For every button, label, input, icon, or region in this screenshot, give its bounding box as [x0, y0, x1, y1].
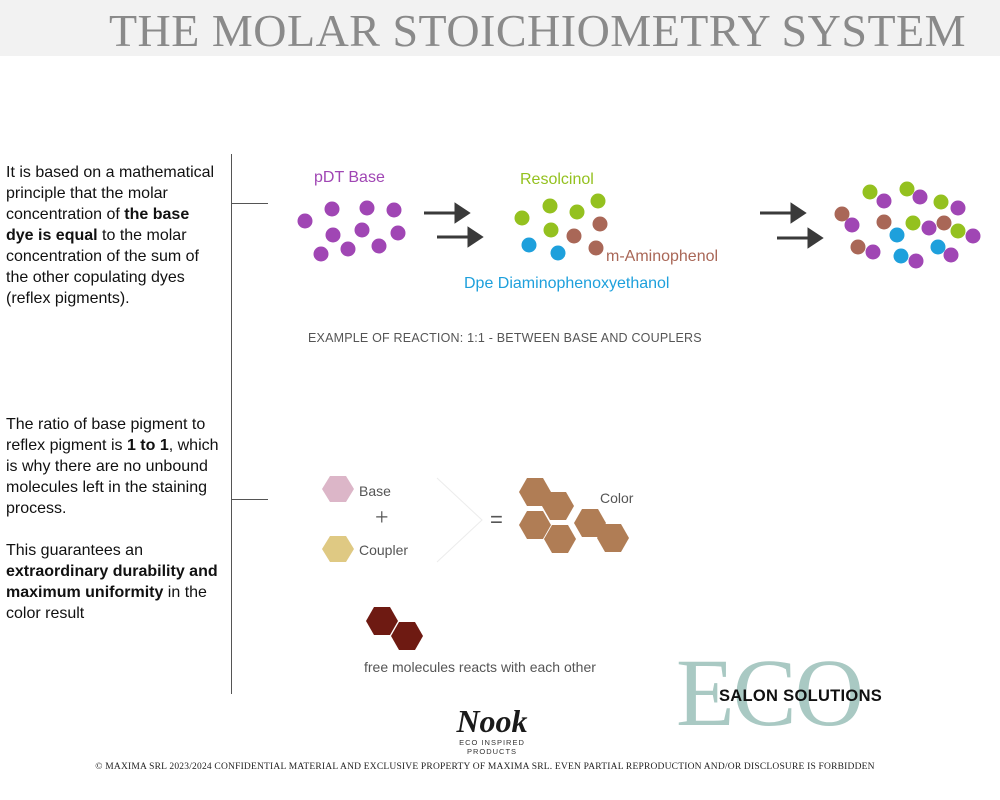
arrows-right — [760, 202, 824, 249]
equals-sign: = — [490, 507, 503, 532]
result-dot — [876, 193, 892, 209]
base-dot — [386, 202, 402, 218]
result-dot — [893, 248, 909, 264]
coupler-dot — [543, 222, 559, 238]
result-dot — [876, 214, 892, 230]
page-title: THE MOLAR STOICHIOMETRY SYSTEM — [108, 5, 967, 56]
label-dpe: Dpe Diaminophenoxyethanol — [464, 275, 670, 292]
coupler-dot — [592, 216, 608, 232]
result-dot — [912, 189, 928, 205]
coupler-dot — [588, 240, 604, 256]
vertical-divider — [231, 154, 232, 694]
base-dot — [313, 246, 329, 262]
result-dot — [844, 217, 860, 233]
base-dot — [325, 227, 341, 243]
footer-copyright: © MAXIMA SRL 2023/2024 CONFIDENTIAL MATE… — [95, 762, 875, 772]
hex-coupler — [322, 536, 354, 562]
result-dot — [950, 200, 966, 216]
coupler-dot — [566, 228, 582, 244]
coupler-dot — [542, 198, 558, 214]
base-dot — [371, 238, 387, 254]
hex-base — [322, 476, 354, 502]
coupler-dot — [569, 204, 585, 220]
result-dot — [850, 239, 866, 255]
label-color: Color — [600, 490, 634, 506]
nook-tagline: ECO INSPIRED PRODUCTS — [459, 738, 525, 756]
nook-wordmark: Nook — [456, 703, 528, 739]
hex-bracket — [436, 477, 483, 563]
base-dot — [359, 200, 375, 216]
result-dot — [936, 215, 952, 231]
base-dots — [297, 200, 406, 262]
coupler-dot — [521, 237, 537, 253]
hex-color-cluster — [519, 478, 629, 553]
result-dot — [965, 228, 981, 244]
paragraph-ratio: The ratio of base pigment to reflex pigm… — [6, 416, 219, 517]
base-dot — [340, 241, 356, 257]
connector-tick-top — [231, 203, 268, 204]
base-dot — [324, 201, 340, 217]
salon-solutions-text: SALON SOLUTIONS — [719, 687, 883, 705]
result-dot — [899, 181, 915, 197]
label-free-molecules: free molecules reacts with each other — [364, 659, 596, 675]
coupler-dot — [550, 245, 566, 261]
result-dot — [933, 194, 949, 210]
result-dot — [834, 206, 850, 222]
arrows-left — [424, 202, 484, 248]
result-dot — [862, 184, 878, 200]
coupler-dot — [514, 210, 530, 226]
result-dot — [950, 223, 966, 239]
header-bar — [0, 0, 1000, 56]
eco-logo: ECO — [676, 639, 864, 746]
result-dot — [905, 215, 921, 231]
paragraph-guarantee: This guarantees an extraordinary durabil… — [6, 542, 218, 622]
base-dot — [390, 225, 406, 241]
paragraph-principle: It is based on a mathematical principle … — [6, 164, 215, 307]
label-m-aminophenol: m-Aminophenol — [606, 248, 719, 265]
coupler-dots — [514, 193, 608, 261]
result-dot — [943, 247, 959, 263]
base-dot — [297, 213, 313, 229]
hex-free-cluster — [366, 607, 423, 650]
result-dot — [908, 253, 924, 269]
connector-tick-bottom — [231, 499, 268, 500]
result-dot — [865, 244, 881, 260]
label-resolcinol: Resolcinol — [520, 171, 594, 188]
result-dots — [834, 181, 981, 269]
label-pdt-base: pDT Base — [314, 169, 385, 186]
plus-sign: + — [375, 505, 389, 531]
base-dot — [354, 222, 370, 238]
result-dot — [889, 227, 905, 243]
label-base: Base — [359, 483, 391, 499]
result-dot — [930, 239, 946, 255]
nook-logo: Nook ECO INSPIRED PRODUCTS — [440, 704, 544, 756]
coupler-dot — [590, 193, 606, 209]
result-dot — [921, 220, 937, 236]
reaction-caption: EXAMPLE OF REACTION: 1:1 - BETWEEN BASE … — [308, 331, 702, 345]
label-coupler: Coupler — [359, 542, 409, 558]
